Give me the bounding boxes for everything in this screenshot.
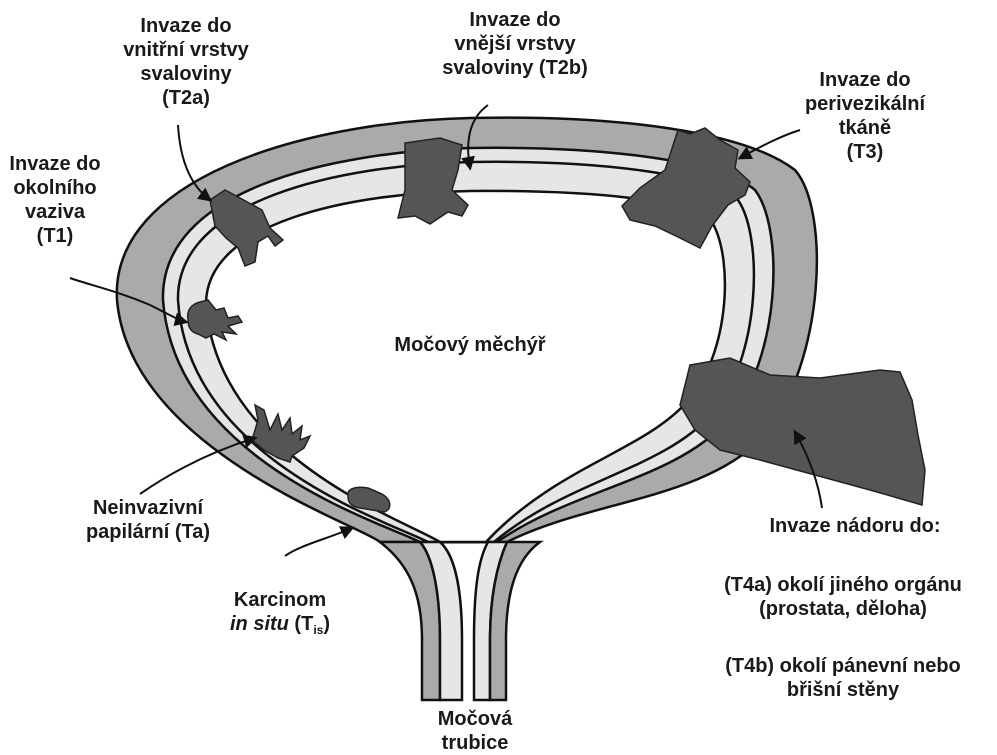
label-t3: Invaze do perivezikální tkáně (T3) bbox=[785, 68, 945, 164]
label-t2a-line1: Invaze do bbox=[96, 14, 276, 38]
center-label-text: Močový měchýř bbox=[360, 333, 580, 357]
label-tis-line2: in situ (Tis) bbox=[205, 612, 355, 642]
urethra-label-line1: Močová bbox=[395, 707, 555, 731]
arrow-tis bbox=[285, 528, 352, 556]
label-t4a-line1: (T4a) okolí jiného orgánu bbox=[693, 573, 993, 597]
label-t2a-line2: vnitřní vrstvy bbox=[96, 38, 276, 62]
label-t4a-line2: (prostata, děloha) bbox=[693, 597, 993, 621]
label-t2b-line3: svaloviny (T2b) bbox=[405, 56, 625, 80]
label-t4b-line1: (T4b) okolí pánevní nebo bbox=[693, 654, 993, 678]
label-t2b-line2: vnější vrstvy bbox=[405, 32, 625, 56]
label-tis-italic: in situ bbox=[230, 613, 289, 635]
urethra-label-line2: trubice bbox=[395, 731, 555, 755]
label-tis-sub: is bbox=[313, 623, 323, 637]
label-t2a-line3: svaloviny bbox=[96, 62, 276, 86]
label-t4b: (T4b) okolí pánevní nebo břišní stěny bbox=[693, 654, 993, 702]
label-t1-line2: okolního bbox=[0, 176, 110, 200]
label-tis: Karcinom in situ (Tis) bbox=[205, 588, 355, 642]
label-t1: Invaze do okolního vaziva (T1) bbox=[0, 152, 110, 248]
urethra-right-outer bbox=[490, 542, 540, 700]
urethra-label: Močová trubice bbox=[395, 707, 555, 755]
center-label: Močový měchýř bbox=[360, 333, 580, 357]
label-t3-line4: (T3) bbox=[785, 140, 945, 164]
label-t3-line1: Invaze do bbox=[785, 68, 945, 92]
label-ta-line2: papilární (Ta) bbox=[48, 520, 248, 544]
label-t2a-line4: (T2a) bbox=[96, 86, 276, 110]
label-t2a: Invaze do vnitřní vrstvy svaloviny (T2a) bbox=[96, 14, 276, 110]
label-t4-title-text: Invaze nádoru do: bbox=[720, 514, 990, 538]
label-ta: Neinvazivní papilární (Ta) bbox=[48, 496, 248, 544]
label-t4-title: Invaze nádoru do: bbox=[720, 514, 990, 538]
label-t2b-line1: Invaze do bbox=[405, 8, 625, 32]
label-t4b-line2: břišní stěny bbox=[693, 678, 993, 702]
label-tis-line1: Karcinom bbox=[205, 588, 355, 612]
label-tis-close: ) bbox=[323, 613, 330, 635]
label-t4a: (T4a) okolí jiného orgánu (prostata, děl… bbox=[693, 573, 993, 621]
label-t1-line4: (T1) bbox=[0, 224, 110, 248]
label-tis-open: (T bbox=[289, 613, 313, 635]
label-t1-line1: Invaze do bbox=[0, 152, 110, 176]
label-t3-line3: tkáně bbox=[785, 116, 945, 140]
tumor-t4 bbox=[680, 358, 925, 505]
label-t2b: Invaze do vnější vrstvy svaloviny (T2b) bbox=[405, 8, 625, 80]
urethra bbox=[380, 542, 540, 700]
label-t3-line2: perivezikální bbox=[785, 92, 945, 116]
label-ta-line1: Neinvazivní bbox=[48, 496, 248, 520]
label-t1-line3: vaziva bbox=[0, 200, 110, 224]
